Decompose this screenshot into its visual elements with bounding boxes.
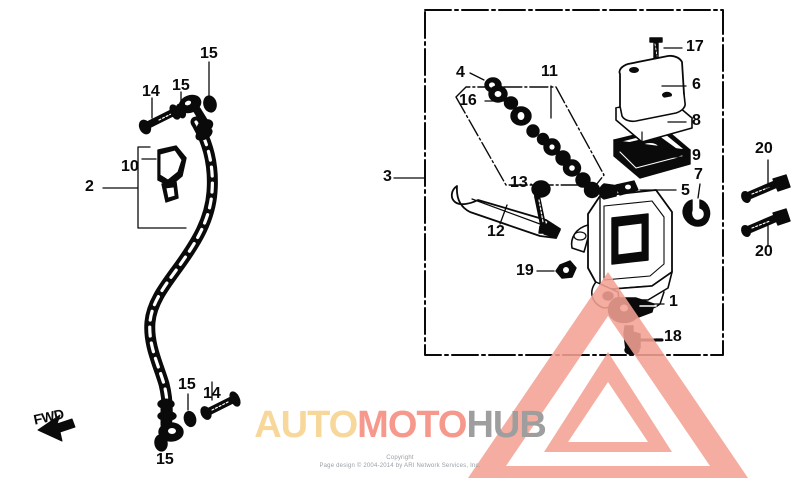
- callout-15: 15: [200, 45, 218, 62]
- callout-15: 15: [156, 451, 174, 468]
- callout-14: 14: [142, 83, 160, 100]
- callout-5: 5: [681, 182, 690, 199]
- callout-18: 18: [664, 328, 682, 345]
- callout-11: 11: [541, 63, 558, 80]
- part-13-pivot-bolt: [531, 180, 551, 234]
- leader-12: [499, 204, 508, 225]
- callout-2: 2: [85, 178, 94, 195]
- fwd-arrow-glyph: [37, 414, 76, 442]
- part-15-washer-b: [203, 95, 217, 113]
- callout-3: 3: [383, 168, 392, 185]
- callout-10: 10: [121, 158, 139, 175]
- callout-8: 8: [692, 112, 701, 129]
- part-20-clamp-bolt-upper: [741, 174, 791, 203]
- callout-1: 1: [669, 293, 678, 310]
- leader-15-lower-d: [162, 436, 167, 451]
- callout-13: 13: [510, 174, 528, 191]
- callout-15: 15: [172, 77, 190, 94]
- callout-19: 19: [516, 262, 534, 279]
- copyright-line-1: Copyright: [386, 455, 414, 461]
- fwd-label: FWD: [32, 405, 66, 428]
- callout-17: 17: [686, 38, 704, 55]
- part-6-reservoir-cap: [618, 54, 686, 123]
- part-14-oil-bolt-lower: [200, 391, 241, 420]
- copyright-block: Copyright Page design © 2004-2014 by ARI…: [0, 455, 800, 470]
- callout-20: 20: [755, 140, 773, 157]
- leader-13: [530, 183, 537, 189]
- callout-9: 9: [692, 147, 701, 164]
- callout-4: 4: [456, 64, 465, 81]
- callout-20: 20: [755, 243, 773, 260]
- leader-7: [697, 183, 701, 199]
- part-15-washer-a: [175, 103, 187, 119]
- callout-7: 7: [694, 166, 703, 183]
- forward-direction-marker: FWD: [6, 406, 78, 438]
- master-cylinder-body: [570, 189, 673, 310]
- part-11-subgroup-outline: [455, 86, 605, 186]
- part-20-clamp-bolt-lower: [741, 208, 791, 237]
- brake-hose-highlight: [148, 120, 214, 430]
- part-17-cap-screw: [649, 37, 663, 59]
- callout-16: 16: [459, 92, 477, 109]
- callout-14: 14: [203, 385, 221, 402]
- leader-4: [469, 72, 485, 81]
- copyright-line-2: Page design © 2004-2014 by ARI Network S…: [319, 462, 481, 469]
- part-15-washer-c: [183, 410, 197, 428]
- part-5-brake-light-switch: [598, 180, 639, 200]
- part-7-retaining-clip: [682, 199, 711, 227]
- leader-2-bracket: [102, 146, 187, 229]
- callout-15: 15: [178, 376, 196, 393]
- part-11-piston-set: [484, 77, 601, 199]
- part-10-hose-clamp: [157, 145, 187, 203]
- part-9-diaphragm-plate: [613, 127, 691, 179]
- callout-12: 12: [487, 223, 505, 240]
- callout-6: 6: [692, 76, 701, 93]
